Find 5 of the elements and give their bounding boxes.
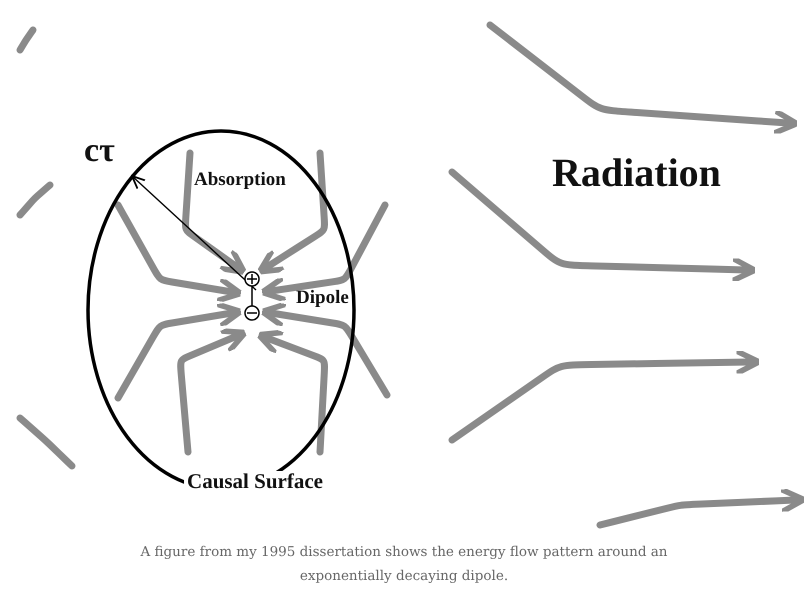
caption: A figure from my 1995 dissertation shows the energy flow pattern around an exponentially decaying dipole. [139, 543, 668, 586]
absorption-label: Absorption [194, 170, 286, 189]
dipole-label: Dipole [296, 288, 349, 307]
radius-label: cτ [84, 134, 115, 168]
radiation-label: Radiation [552, 153, 721, 193]
